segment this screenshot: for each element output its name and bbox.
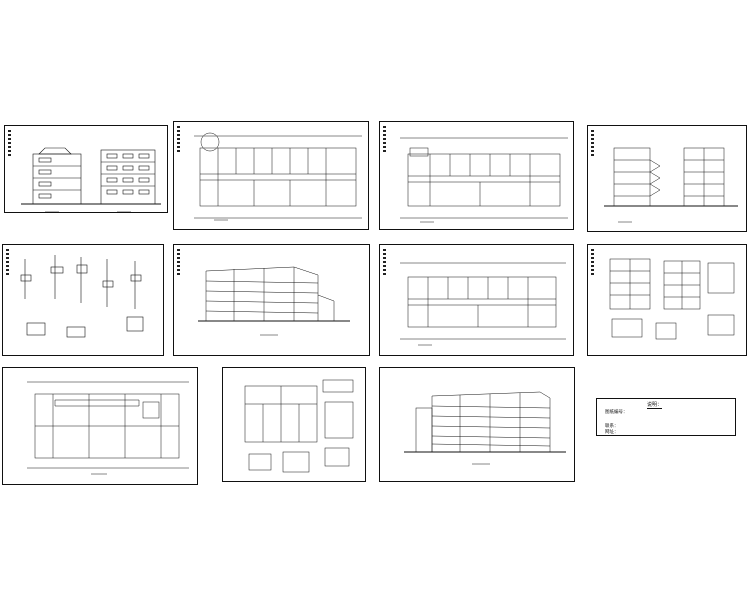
title-block-strip (591, 249, 594, 275)
title-block-strip (177, 249, 180, 275)
note-line: 联系： (605, 424, 619, 429)
rear-elevation-drawing (404, 391, 566, 465)
title-block-strip (6, 249, 9, 275)
sheet-stair-details[interactable] (587, 244, 747, 356)
sheet-front-perspective-elevation[interactable] (173, 244, 370, 356)
sheet-partial-plan-details[interactable] (222, 367, 366, 482)
title-block-strip (383, 126, 386, 152)
roof-plan-drawing (27, 381, 189, 475)
title-block-strip (383, 249, 386, 275)
partial-plan-details-drawing (244, 379, 354, 473)
sheet-roof-plan[interactable] (2, 367, 198, 485)
title-block-strip (177, 126, 180, 152)
section-pair-drawing (604, 147, 738, 223)
elevation-pair-drawing (21, 147, 161, 213)
floor-plan-1-drawing (194, 132, 362, 221)
note-title: 说明： (647, 402, 663, 409)
sheet-elevation-side-pair[interactable] (4, 125, 168, 213)
sheet-section-pair[interactable] (587, 125, 747, 232)
sheet-floor-plan-3[interactable] (379, 244, 574, 356)
floor-plan-3-drawing (400, 262, 566, 346)
drawing-info-note: 说明： 图纸编号： 联系： 网址： (596, 398, 736, 436)
note-line: 网址： (605, 430, 619, 435)
front-elevation-drawing (198, 266, 350, 336)
stair-details-drawing (609, 258, 735, 340)
wall-details-drawing (20, 255, 144, 338)
sheet-rear-elevation[interactable] (379, 367, 575, 482)
floor-plan-2-drawing (400, 137, 568, 223)
title-block-strip (591, 130, 594, 156)
sheet-floor-plan-1[interactable] (173, 121, 369, 230)
sheet-wall-details[interactable] (2, 244, 164, 356)
sheet-floor-plan-2[interactable] (379, 121, 574, 230)
title-block-strip (8, 130, 11, 156)
note-line: 图纸编号： (605, 410, 628, 415)
